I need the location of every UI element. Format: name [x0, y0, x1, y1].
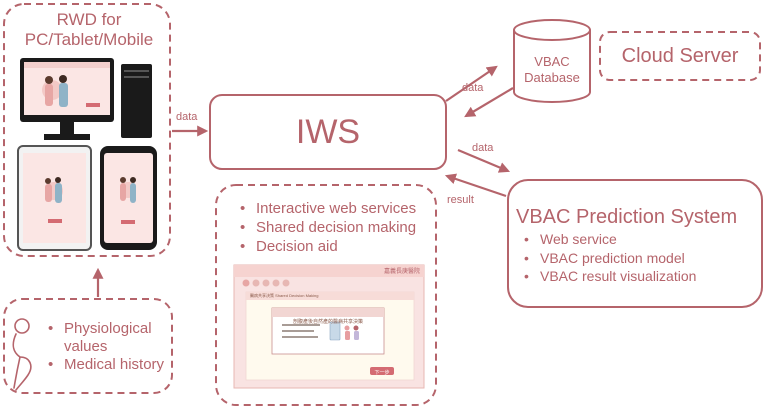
- iws-box: [209, 94, 447, 170]
- list-item: Shared decision making: [240, 218, 416, 237]
- vbac-system-list: Web service VBAC prediction model VBAC r…: [524, 230, 696, 286]
- vbac-prediction-system-title: VBAC Prediction System: [516, 206, 738, 228]
- list-item: Web service: [524, 230, 696, 249]
- pc-tower-icon: [121, 64, 152, 138]
- arrow-iws-to-vps: [457, 148, 511, 173]
- database-icon: [513, 19, 591, 103]
- iws-label: IWS: [295, 112, 361, 151]
- screenshot-tab-text: 醫病共享決策 Shared Decision Making: [250, 293, 319, 298]
- mobile-phone-icon: [100, 146, 157, 250]
- rwd-title-line: RWD for: [56, 10, 122, 29]
- database-label-line: Database: [524, 70, 580, 85]
- arrow-vps-to-iws: [444, 173, 507, 198]
- list-item: Interactive web services: [240, 199, 416, 218]
- list-item: Decision aid: [240, 237, 416, 256]
- list-item: Medical history: [48, 356, 194, 374]
- tablet-icon: [17, 145, 92, 251]
- screenshot-next-button: 下一步: [374, 370, 390, 376]
- rwd-title-line: PC/Tablet/Mobile: [24, 30, 154, 49]
- database-label: VBAC Database: [512, 54, 592, 86]
- arrow-label-vps-to-iws: result: [447, 194, 474, 206]
- rwd-box: [3, 3, 171, 257]
- database-label-line: VBAC: [534, 54, 570, 69]
- screenshot-title: 剖腹產後自然產的醫病共享決策: [292, 319, 363, 325]
- arrow-label-rwd-to-iws: data: [176, 111, 198, 123]
- patient-data-list: Physiological values Medical history: [48, 320, 194, 374]
- list-item: Physiological values: [48, 320, 194, 356]
- sdm-screenshot: [233, 264, 425, 389]
- patient-data-box: [3, 298, 173, 394]
- arrow-iws-to-db: [445, 65, 498, 102]
- list-item: VBAC prediction model: [524, 249, 696, 268]
- pregnant-woman-icon: [12, 318, 32, 391]
- screenshot-header-text: 嘉義長庚醫院: [383, 269, 420, 275]
- desktop-monitor-icon: [20, 58, 114, 140]
- services-box: [215, 184, 437, 406]
- rwd-title: RWD for PC/Tablet/Mobile: [14, 10, 164, 50]
- arrow-label-iws-to-vps: data: [472, 142, 494, 154]
- cloud-server-box: [599, 31, 761, 81]
- list-item: VBAC result visualization: [524, 267, 696, 286]
- arrow-db-to-iws: [464, 87, 514, 118]
- arrow-label-db-to-iws: data: [462, 82, 484, 94]
- cloud-server-label: Cloud Server: [621, 44, 739, 67]
- vbac-prediction-system-box: [507, 179, 763, 308]
- services-list: Interactive web services Shared decision…: [240, 199, 416, 256]
